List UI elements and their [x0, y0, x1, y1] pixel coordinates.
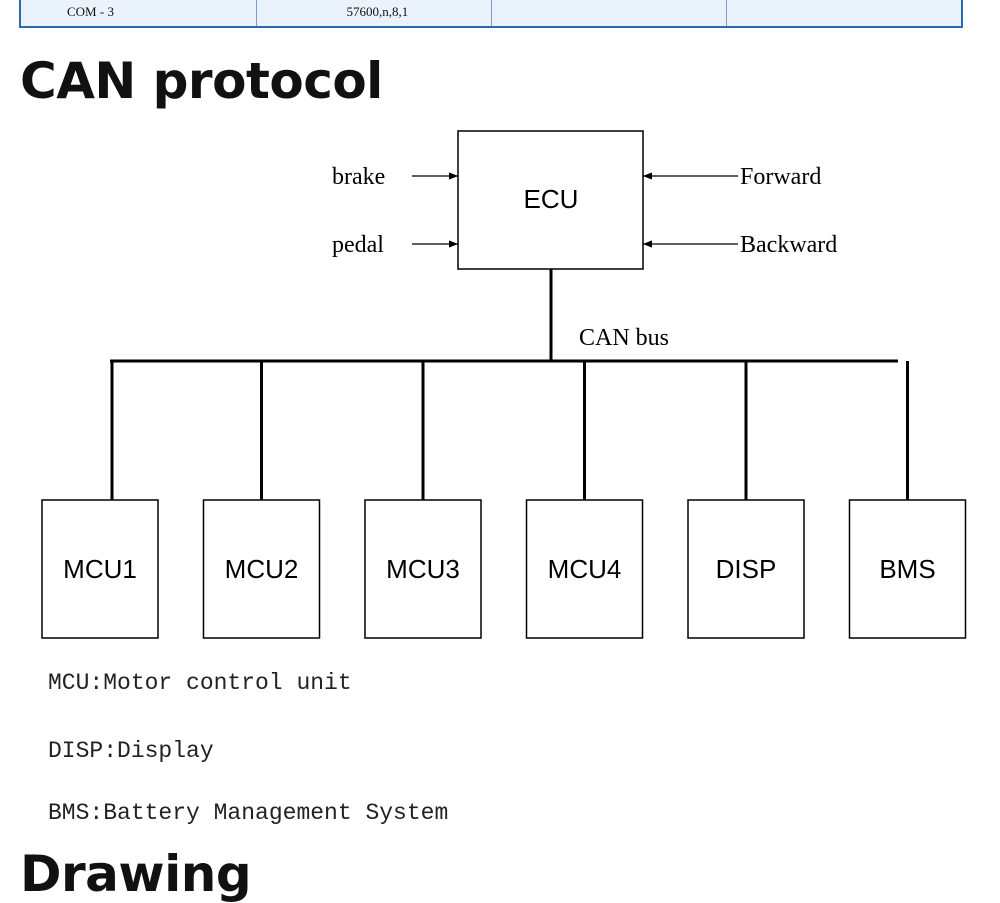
can-bus-label: CAN bus	[579, 325, 669, 351]
section-heading-drawing: Drawing	[20, 845, 252, 903]
table-cell-empty	[726, 0, 961, 26]
node-box-mcu3	[364, 499, 482, 639]
legend-mcu: MCU:Motor control unit	[48, 670, 352, 696]
node-label-mcu3: MCU3	[386, 554, 460, 584]
serial-settings-table: COM - 3 57600,n,8,1	[19, 0, 963, 28]
node-box-disp	[687, 499, 805, 639]
table-cell-port: COM - 3	[21, 0, 257, 26]
input-label-brake: brake	[332, 164, 385, 190]
node-label-mcu1: MCU1	[63, 554, 137, 584]
node-box-mcu2	[202, 499, 321, 639]
input-label-backward: Backward	[740, 232, 837, 258]
legend-disp: DISP:Display	[48, 738, 214, 764]
node-box-mcu1	[41, 499, 159, 639]
section-heading-can-protocol: CAN protocol	[20, 52, 383, 110]
node-label-mcu2: MCU2	[225, 554, 299, 584]
ecu-box	[457, 130, 644, 270]
table-row: COM - 3 57600,n,8,1	[21, 0, 961, 26]
node-label-mcu4: MCU4	[548, 554, 622, 584]
input-label-forward: Forward	[740, 164, 821, 190]
legend-bms: BMS:Battery Management System	[48, 800, 449, 826]
node-group: MCU1 MCU2 MCU3 MCU4 DISP BMS	[41, 361, 967, 639]
table-cell-baud: 57600,n,8,1	[256, 0, 492, 26]
ecu-label: ECU	[524, 184, 579, 214]
table-cell-empty	[491, 0, 727, 26]
node-label-bms: BMS	[879, 554, 935, 584]
node-box-bms	[848, 499, 967, 639]
node-label-disp: DISP	[716, 554, 777, 584]
node-box-mcu4	[525, 499, 644, 639]
input-label-pedal: pedal	[332, 232, 384, 258]
can-bus-diagram: ECU brake pedal Forward Backward CAN bus…	[41, 130, 967, 639]
